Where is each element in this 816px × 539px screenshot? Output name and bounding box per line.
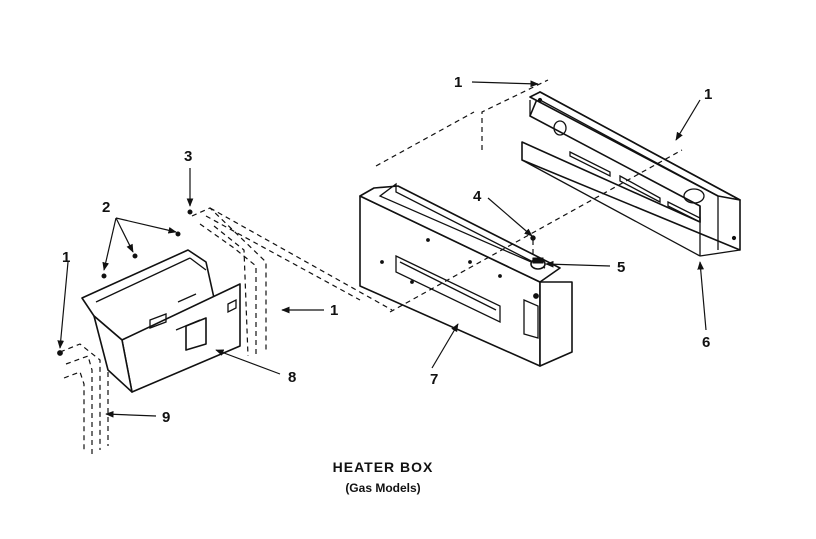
screw-part-4 <box>530 235 536 241</box>
callout-5: 5 <box>617 259 625 276</box>
callout-6: 6 <box>702 334 710 351</box>
cabinet-outline-dashed <box>59 207 393 456</box>
callout-1-mid: 1 <box>330 302 338 319</box>
rear-heater-housing <box>521 91 741 257</box>
leader-lines <box>57 80 707 418</box>
callout-4: 4 <box>473 188 482 205</box>
callout-7: 7 <box>430 371 438 388</box>
caption-subtitle: (Gas Models) <box>345 481 421 495</box>
fitting-part-5 <box>530 257 546 299</box>
callout-1-left: 1 <box>62 249 70 266</box>
callout-2: 2 <box>102 199 110 216</box>
callout-8: 8 <box>288 369 296 386</box>
caption-title: HEATER BOX <box>332 459 434 475</box>
callout-9: 9 <box>162 409 170 426</box>
front-heater-box <box>359 182 573 367</box>
callout-1-top: 1 <box>454 74 462 91</box>
callout-3: 3 <box>184 148 192 165</box>
callout-1-upper-right: 1 <box>704 86 712 103</box>
heater-cover-part-8 <box>57 209 241 393</box>
